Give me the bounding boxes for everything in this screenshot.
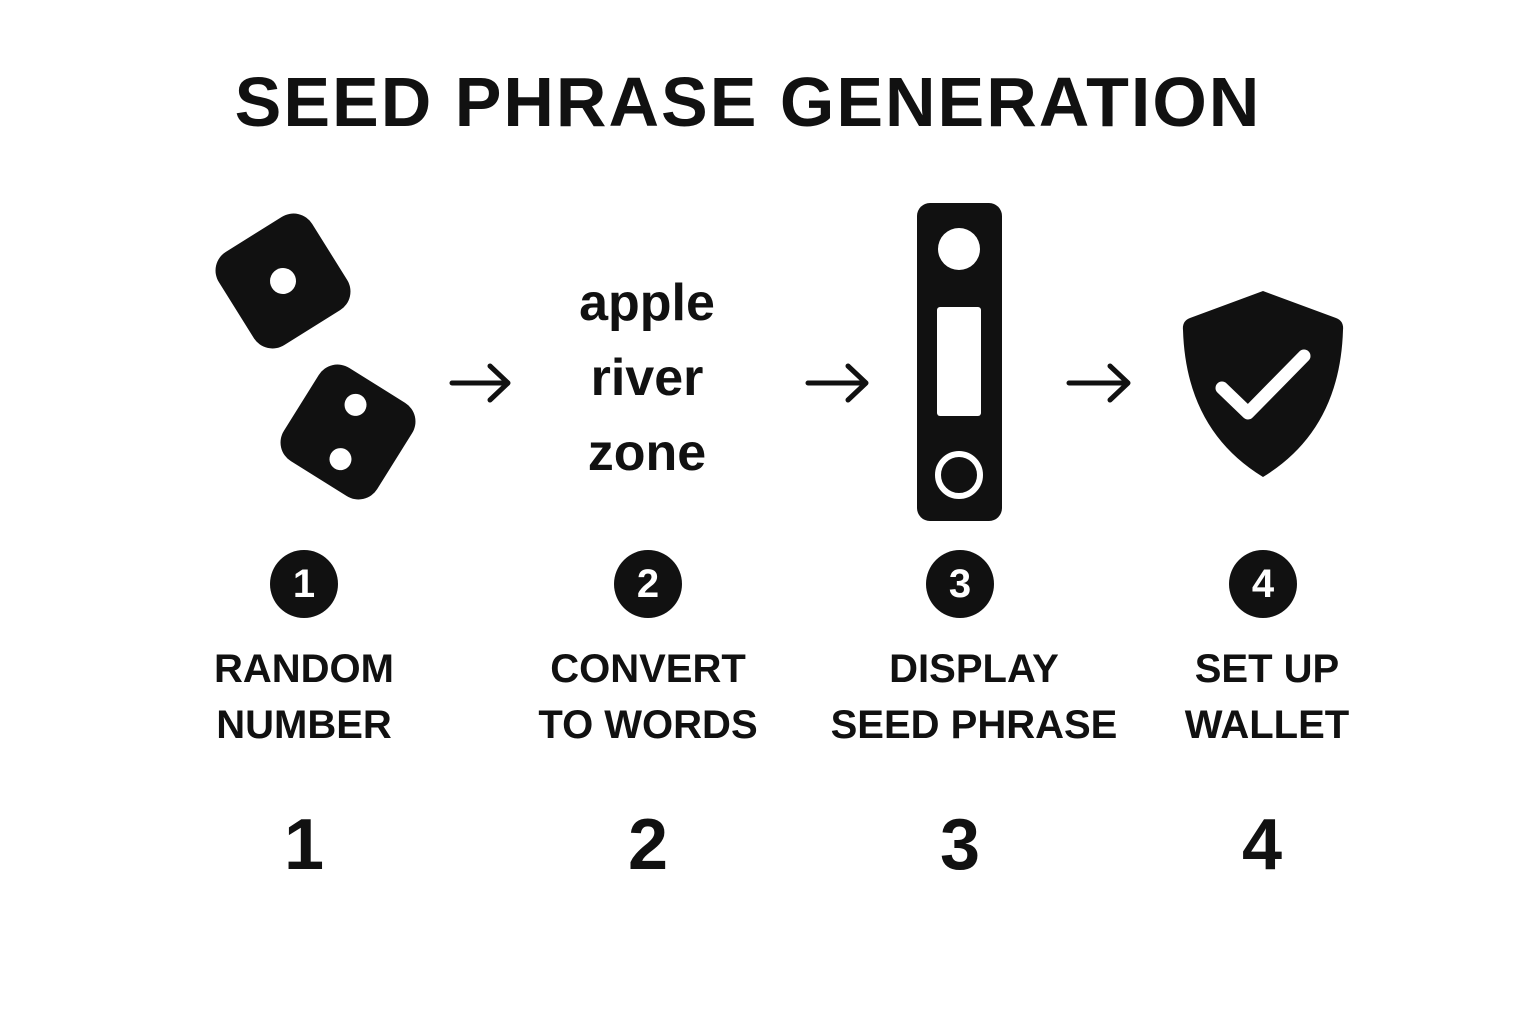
step-label-line: SET UP (1194, 647, 1340, 691)
step-label-line: TO WORDS (538, 703, 758, 747)
seed-word: apple (579, 274, 715, 332)
step-label-line: DISPLAY (889, 647, 1059, 691)
seed-word-list: apple river zone (547, 266, 747, 491)
step-label-line: NUMBER (216, 703, 392, 747)
step-label: DISPLAY SEED PHRASE (794, 641, 1154, 753)
dice-icon (215, 213, 416, 500)
step-label-line: RANDOM (214, 647, 394, 691)
seed-word: river (590, 349, 704, 407)
step-number-badge: 2 (614, 550, 682, 618)
arrow-right-icon (805, 363, 869, 403)
step-number-badge: 1 (270, 550, 338, 618)
step-footer-number: 4 (1241, 805, 1283, 885)
step-label-line: WALLET (1184, 703, 1350, 747)
step-label: RANDOM NUMBER (124, 641, 484, 753)
step-label: CONVERT TO WORDS (468, 641, 828, 753)
step-number-badge: 3 (926, 550, 994, 618)
step-footer-number: 2 (627, 805, 669, 885)
diagram-title: SEED PHRASE GENERATION (234, 63, 1262, 141)
arrow-right-icon (449, 363, 511, 403)
step-label-line: SEED PHRASE (830, 703, 1118, 747)
hardware-wallet-icon (917, 203, 1002, 521)
step-label: SET UP WALLET (1087, 641, 1447, 753)
arrow-right-icon (1066, 363, 1131, 403)
step-footer-number: 3 (939, 805, 981, 885)
seed-word: zone (587, 424, 707, 482)
shield-check-icon (1182, 291, 1344, 477)
step-label-line: CONVERT (550, 647, 746, 691)
step-number-badge: 4 (1229, 550, 1297, 618)
step-footer-number: 1 (283, 805, 325, 885)
